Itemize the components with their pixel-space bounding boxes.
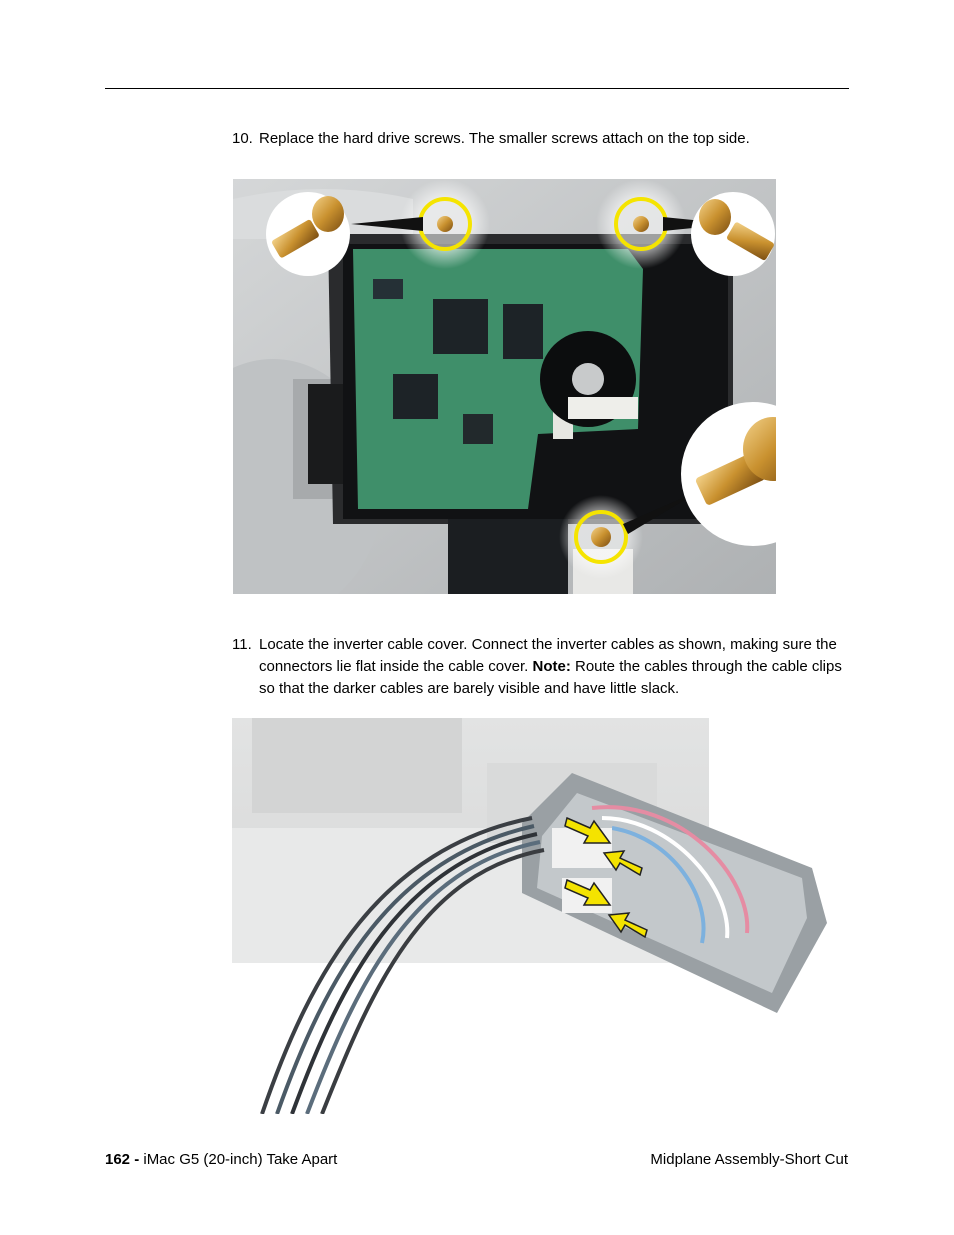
highlight-ring [574,510,628,564]
arrow-icon [564,878,612,906]
hard-drive-illustration [233,179,776,594]
step-10: 10. Replace the hard drive screws. The s… [232,128,852,150]
step-number: 10. [232,130,253,147]
arrow-icon [564,816,612,844]
cable-cover-illustration [232,718,827,1114]
page-number: 162 - [105,1151,144,1168]
section-title: Midplane Assembly-Short Cut [650,1151,848,1168]
note-label: Note: [532,658,571,675]
step-number: 11. [232,636,252,653]
step-text-part: Route the cables through the cable clips… [259,658,842,697]
small-screw-left-icon [266,192,350,276]
pointer-arrow [351,217,423,231]
arrow-icon [602,850,643,877]
document-title: iMac G5 (20-inch) Take Apart [143,1151,338,1168]
chip [463,414,493,444]
large-screw-icon [681,402,776,546]
header-rule [105,88,849,89]
step-text: Locate the inverter cable cover. Connect… [232,634,852,700]
hard-drive-screws-photo [233,179,776,594]
footer-left: 162 - iMac G5 (20-inch) Take Apart [105,1150,337,1170]
pcb-board [353,249,643,509]
inverter-cable-cover-photo [232,718,842,1114]
chip [393,374,438,419]
small-screw-right-icon [691,192,775,276]
chip [433,299,488,354]
step-text-part: Locate the inverter cable cover. Connect… [259,636,837,675]
arrow-icon [607,912,648,939]
step-text: Replace the hard drive screws. The small… [259,130,750,147]
chip [503,304,543,359]
step-11: 11. Locate the inverter cable cover. Con… [232,634,852,700]
pointer-arrow [623,489,703,534]
